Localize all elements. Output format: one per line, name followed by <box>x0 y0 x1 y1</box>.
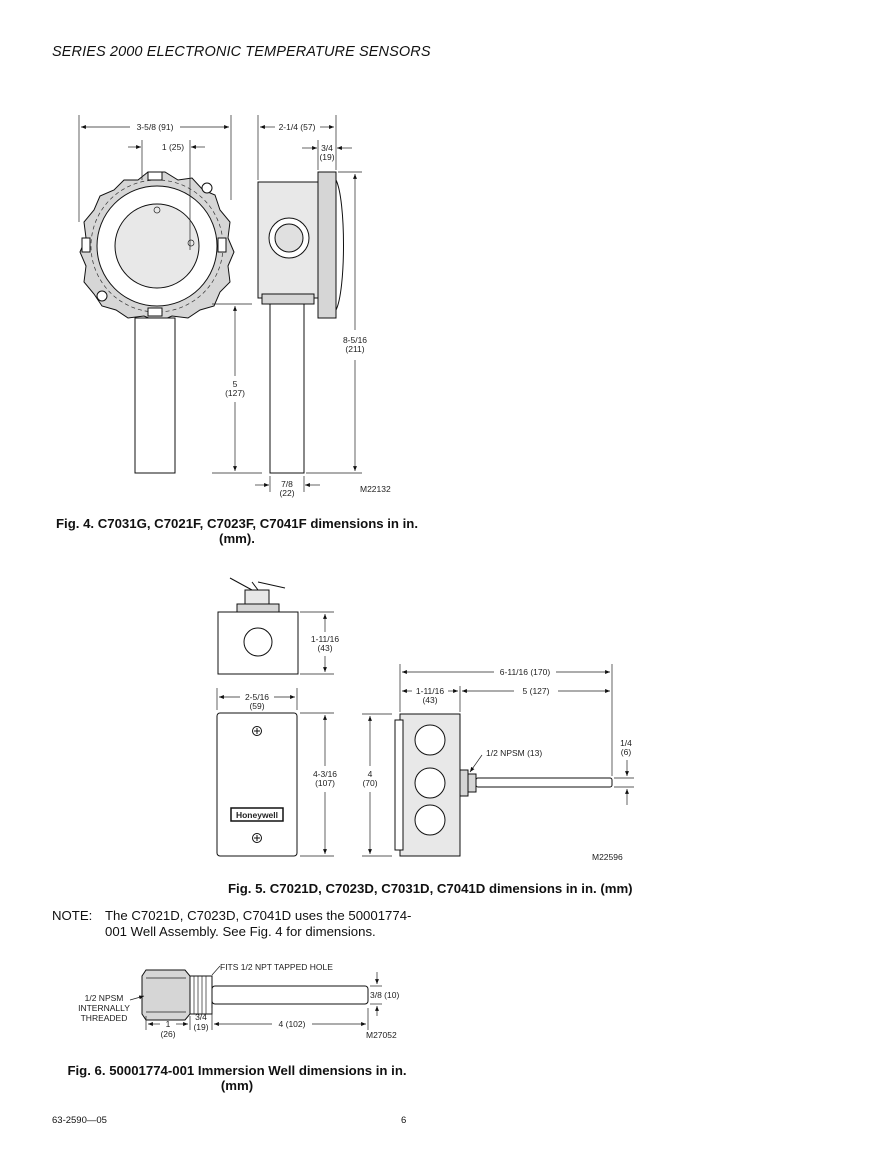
fig4-caption-line1: Fig. 4. C7031G, C7021F, C7023F, C7041F d… <box>55 516 419 531</box>
fig5-dim-coverw-b: (59) <box>249 701 264 711</box>
fig5-dim-coverh-b: (107) <box>315 778 335 788</box>
fig5-dim-overall: 6-11/16 (170) <box>500 667 551 677</box>
fig5-dim-dia-b: (6) <box>621 747 632 757</box>
fig5-code: M22596 <box>592 852 623 862</box>
fig4-caption: Fig. 4. C7031G, C7021F, C7023F, C7041F d… <box>52 516 422 546</box>
fig4-side-view <box>257 171 344 474</box>
fig5-dim-box-a: 1-11/16 <box>311 634 339 644</box>
fig6-dim-thread-a: 3/4 <box>195 1012 207 1022</box>
fig4-dim-height-b: (211) <box>345 344 364 354</box>
fig6-dim-hex-b: (26) <box>160 1029 175 1039</box>
fig6-well <box>141 969 369 1021</box>
fig5-dim-coverh-a: 4-3/16 <box>313 769 337 779</box>
fig5-brand-logo: Honeywell <box>236 810 278 820</box>
fig5-top-view <box>217 577 299 675</box>
note-text: The C7021D, C7023D, C7041D uses the 5000… <box>105 908 425 940</box>
fig4-code: M22132 <box>360 484 391 494</box>
fig6-dim-hex-a: 1 <box>166 1019 171 1029</box>
fig6-dim-fits: FITS 1/2 NPT TAPPED HOLE <box>220 962 333 972</box>
fig5-dim-boxd-a: 1-11/16 <box>416 686 444 696</box>
fig5-dim-box-b: (43) <box>317 643 332 653</box>
footer-page-number: 6 <box>401 1115 407 1126</box>
fig6-dim-npsm2: INTERNALLY <box>78 1003 130 1013</box>
note-label: NOTE: <box>52 908 93 923</box>
fig6-caption-line1: Fig. 6. 50001774-001 Immersion Well dime… <box>67 1063 407 1078</box>
fig4-dim-cover-a: 3/4 <box>321 143 333 153</box>
fig5-cover-view: Honeywell <box>216 712 298 857</box>
fig5-side-view <box>394 713 613 857</box>
fig4-dim-probe-b: (127) <box>225 388 245 398</box>
fig4-dim-dia-b: (22) <box>279 488 294 498</box>
fig6-dim-length: 4 (102) <box>279 1019 306 1029</box>
fig4-dim-depth: 2-1/4 (57) <box>279 122 316 132</box>
note-text-line2: 001 Well Assembly. See Fig. 4 for dimens… <box>105 924 376 939</box>
note-text-line1: The C7021D, C7023D, C7041D uses the 5000… <box>105 908 412 923</box>
fig5-dim-sideh-a: 4 <box>368 769 373 779</box>
fig6-dim-dia: 3/8 (10) <box>370 990 399 1000</box>
fig4-dim-height-a: 8-5/16 <box>343 335 367 345</box>
fig5-dim-boxd-b: (43) <box>422 695 437 705</box>
fig5-dim-probe: 5 (127) <box>523 686 550 696</box>
fig4-dim-width: 3-5/8 (91) <box>137 122 174 132</box>
fig4-dim-cover-b: (19) <box>319 152 334 162</box>
fig6-dim-npsm3: THREADED <box>81 1013 128 1023</box>
page-header: SERIES 2000 ELECTRONIC TEMPERATURE SENSO… <box>52 44 431 60</box>
footer-doc-number: 63-2590—05 <box>52 1115 107 1126</box>
fig4-caption-line2: (mm). <box>219 531 255 546</box>
fig5-dim-sideh-b: (70) <box>362 778 377 788</box>
fig6-dim-npsm1: 1/2 NPSM <box>85 993 124 1003</box>
fig6-dimensions: FITS 1/2 NPT TAPPED HOLE 1/2 NPSM INTERN… <box>78 962 399 1040</box>
fig5-dim-npsm: 1/2 NPSM (13) <box>486 748 542 758</box>
fig4-dim-probe-a: 5 <box>233 379 238 389</box>
fig6-caption-line2: (mm) <box>220 1078 254 1093</box>
fig4-dimensions: 3-5/8 (91) 1 (25) 2-1/4 (57) 3/4 (19) 8-… <box>78 115 391 498</box>
fig4-dim-dia-a: 7/8 <box>281 479 293 489</box>
fig5-dimensions: 1-11/16 (43) 2-5/16 (59) 4-3/16 (107) 4 … <box>216 611 634 862</box>
fig5-dim-dia-a: 1/4 <box>620 738 632 748</box>
fig6-dim-thread-b: (19) <box>193 1022 208 1032</box>
fig4-front-view <box>79 171 235 474</box>
fig4-dim-top: 1 (25) <box>162 142 184 152</box>
fig5-caption: Fig. 5. C7021D, C7023D, C7031D, C7041D d… <box>228 881 633 896</box>
fig6-code: M27052 <box>366 1030 397 1040</box>
fig6-caption: Fig. 6. 50001774-001 Immersion Well dime… <box>52 1063 422 1093</box>
fig5-dim-coverw-a: 2-5/16 <box>245 692 269 702</box>
